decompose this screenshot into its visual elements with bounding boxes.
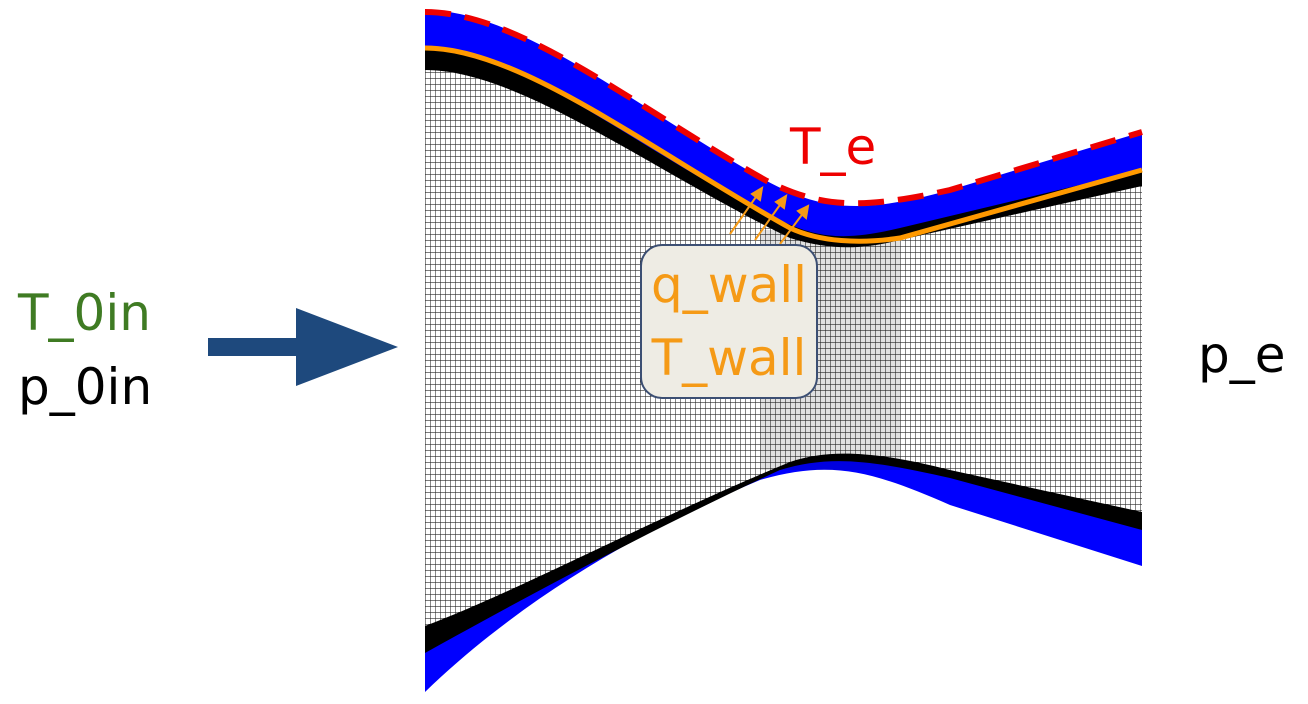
small-arrow-up-right-icon — [729, 193, 759, 235]
external-temperature-label: T_e — [790, 118, 877, 176]
external-boundary-line — [424, 9, 1143, 207]
wall-temperature-label: T_wall — [651, 329, 807, 387]
arrow-right-icon — [208, 308, 398, 386]
small-arrow-head — [774, 194, 788, 210]
wall-callout-box — [640, 244, 818, 399]
small-arrow-head — [796, 204, 810, 220]
inlet-pressure-label: p_0in — [18, 358, 153, 416]
small-arrow-up-right-icon — [754, 201, 783, 241]
inlet-temperature-label: T_0in — [18, 284, 151, 342]
wall-line — [424, 45, 1143, 244]
small-arrow-head — [750, 186, 764, 202]
exit-pressure-label: p_e — [1198, 326, 1286, 384]
small-arrow-up-right-icon — [779, 211, 805, 245]
wall-heat-flux-label: q_wall — [650, 256, 808, 314]
heat-flux-arrows — [729, 186, 810, 245]
